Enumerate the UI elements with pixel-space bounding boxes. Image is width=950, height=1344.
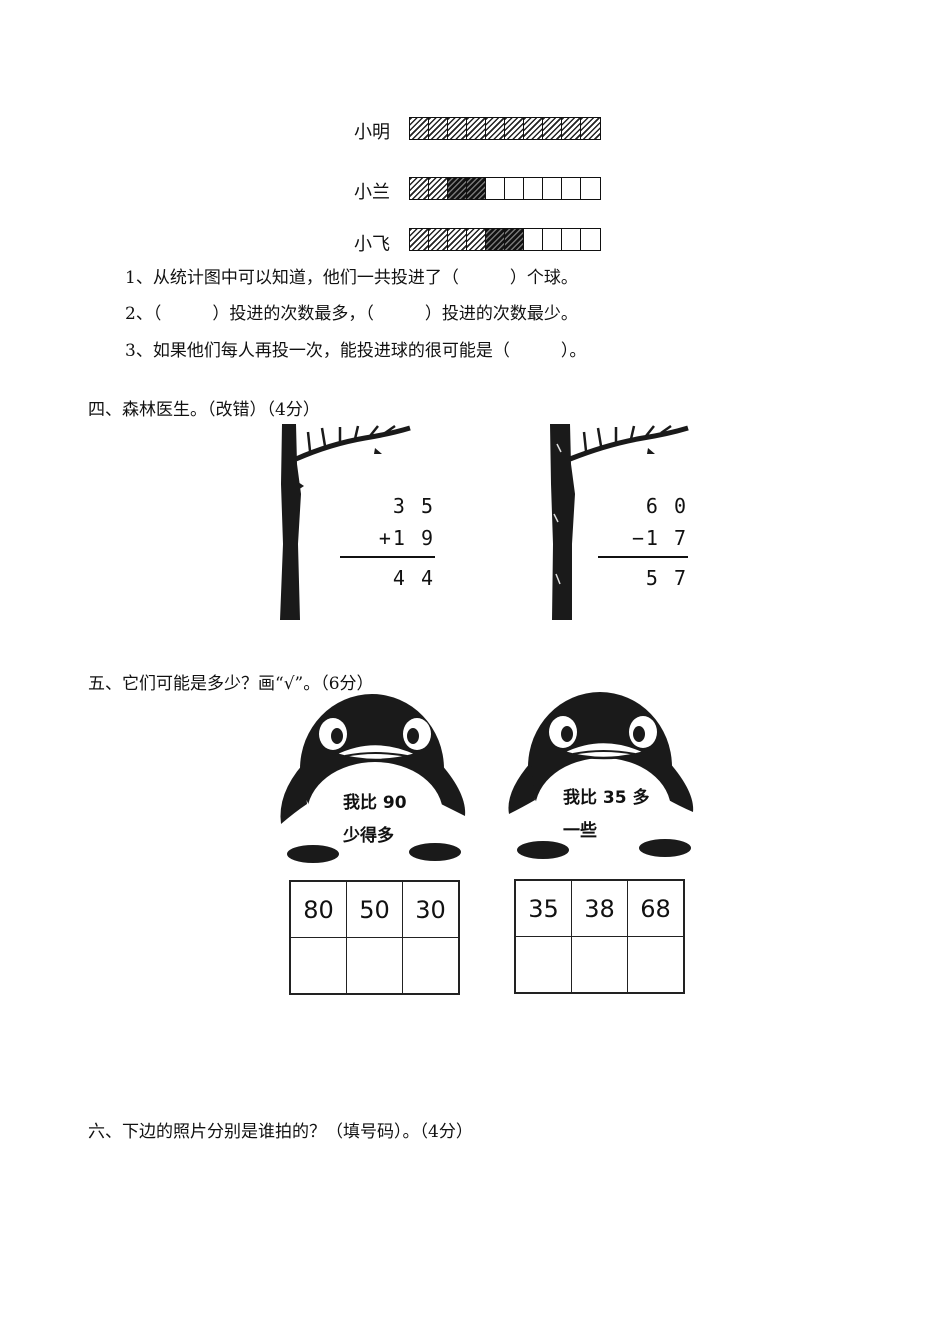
penguin-icon <box>275 694 470 870</box>
bar-cell-filled <box>429 118 448 139</box>
answer-cell[interactable] <box>627 936 685 994</box>
section-4-heading: 四、森林医生。（改错）（4分） <box>88 400 320 420</box>
bar-xiaolan <box>409 177 601 200</box>
bar-cell-empty <box>562 229 581 250</box>
answer-cell[interactable] <box>289 937 347 995</box>
option-cell: 68 <box>627 879 685 937</box>
bar-cell-empty <box>581 178 600 199</box>
bar-cell-empty <box>581 229 600 250</box>
section-6-heading: 六、下边的照片分别是谁拍的？（填号码）。（4分） <box>88 1122 473 1142</box>
penguin1-speech-line1: 我比 90 <box>343 793 407 813</box>
calc1-top: 3 5 <box>392 494 435 518</box>
bar-cell-filled <box>486 229 505 250</box>
bar-cell-filled <box>467 118 486 139</box>
bar-cell-empty <box>486 178 505 199</box>
bar-label-xiaofei: 小飞 <box>354 234 390 255</box>
bar-cell-filled <box>543 118 562 139</box>
bar-label-xiaoming: 小明 <box>354 122 390 143</box>
question-2: 2、（ ）投进的次数最多，（ ）投进的次数最少。 <box>125 304 578 324</box>
bar-cell-empty <box>524 178 543 199</box>
bar-cell-empty <box>562 178 581 199</box>
bar-cell-filled <box>410 178 429 199</box>
penguin2-speech-line2: 一些 <box>563 821 597 841</box>
penguin1-choice-table: 80 50 30 <box>289 880 460 995</box>
bar-cell-filled <box>524 118 543 139</box>
bar-xiaofei <box>409 228 601 251</box>
bar-cell-filled <box>505 229 524 250</box>
option-cell: 80 <box>289 880 347 938</box>
bar-cell-empty <box>543 229 562 250</box>
option-cell: 30 <box>402 880 460 938</box>
calc2-operand: −1 7 <box>631 526 688 550</box>
penguin2-choice-table: 35 38 68 <box>514 879 685 994</box>
bar-cell-filled <box>581 118 600 139</box>
option-cell: 35 <box>514 879 572 937</box>
bar-cell-filled <box>448 229 467 250</box>
option-cell: 38 <box>571 879 628 937</box>
bar-cell-filled <box>410 118 429 139</box>
bar-cell-filled <box>429 178 448 199</box>
bar-cell-filled <box>505 118 524 139</box>
bar-cell-filled <box>410 229 429 250</box>
answer-cell[interactable] <box>514 936 572 994</box>
question-3: 3、如果他们每人再投一次，能投进球的很可能是（ ）。 <box>125 341 587 361</box>
tree-icon <box>270 424 420 624</box>
option-cell: 50 <box>346 880 403 938</box>
calc1-operand: +1 9 <box>378 526 435 550</box>
calc1-result: 4 4 <box>392 565 435 590</box>
penguin1-speech-line2: 少得多 <box>343 826 394 846</box>
answer-cell[interactable] <box>402 937 460 995</box>
calculation-1: 3 5 +1 9 4 4 <box>340 494 435 590</box>
section-5-heading: 五、它们可能是多少？画“√”。（6分） <box>88 674 374 694</box>
bar-cell-empty <box>543 178 562 199</box>
answer-cell[interactable] <box>571 936 628 994</box>
bar-cell-filled <box>429 229 448 250</box>
bar-cell-empty <box>524 229 543 250</box>
bar-cell-filled <box>467 229 486 250</box>
tree-icon <box>548 424 698 624</box>
bar-cell-empty <box>505 178 524 199</box>
bar-cell-filled <box>486 118 505 139</box>
calculation-2: 6 0 −1 7 5 7 <box>598 494 688 590</box>
calc2-top: 6 0 <box>645 494 688 518</box>
calc2-result: 5 7 <box>645 565 688 590</box>
bar-label-xiaolan: 小兰 <box>354 182 390 203</box>
bar-cell-filled <box>448 178 467 199</box>
calc2-line <box>598 556 688 558</box>
bar-cell-filled <box>562 118 581 139</box>
penguin-icon <box>503 692 698 868</box>
question-1: 1、从统计图中可以知道，他们一共投进了（ ）个球。 <box>125 268 578 288</box>
bar-cell-filled <box>467 178 486 199</box>
penguin2-speech-line1: 我比 35 多 <box>563 788 650 808</box>
bar-xiaoming <box>409 117 601 140</box>
calc1-line <box>340 556 435 558</box>
answer-cell[interactable] <box>346 937 403 995</box>
bar-cell-filled <box>448 118 467 139</box>
